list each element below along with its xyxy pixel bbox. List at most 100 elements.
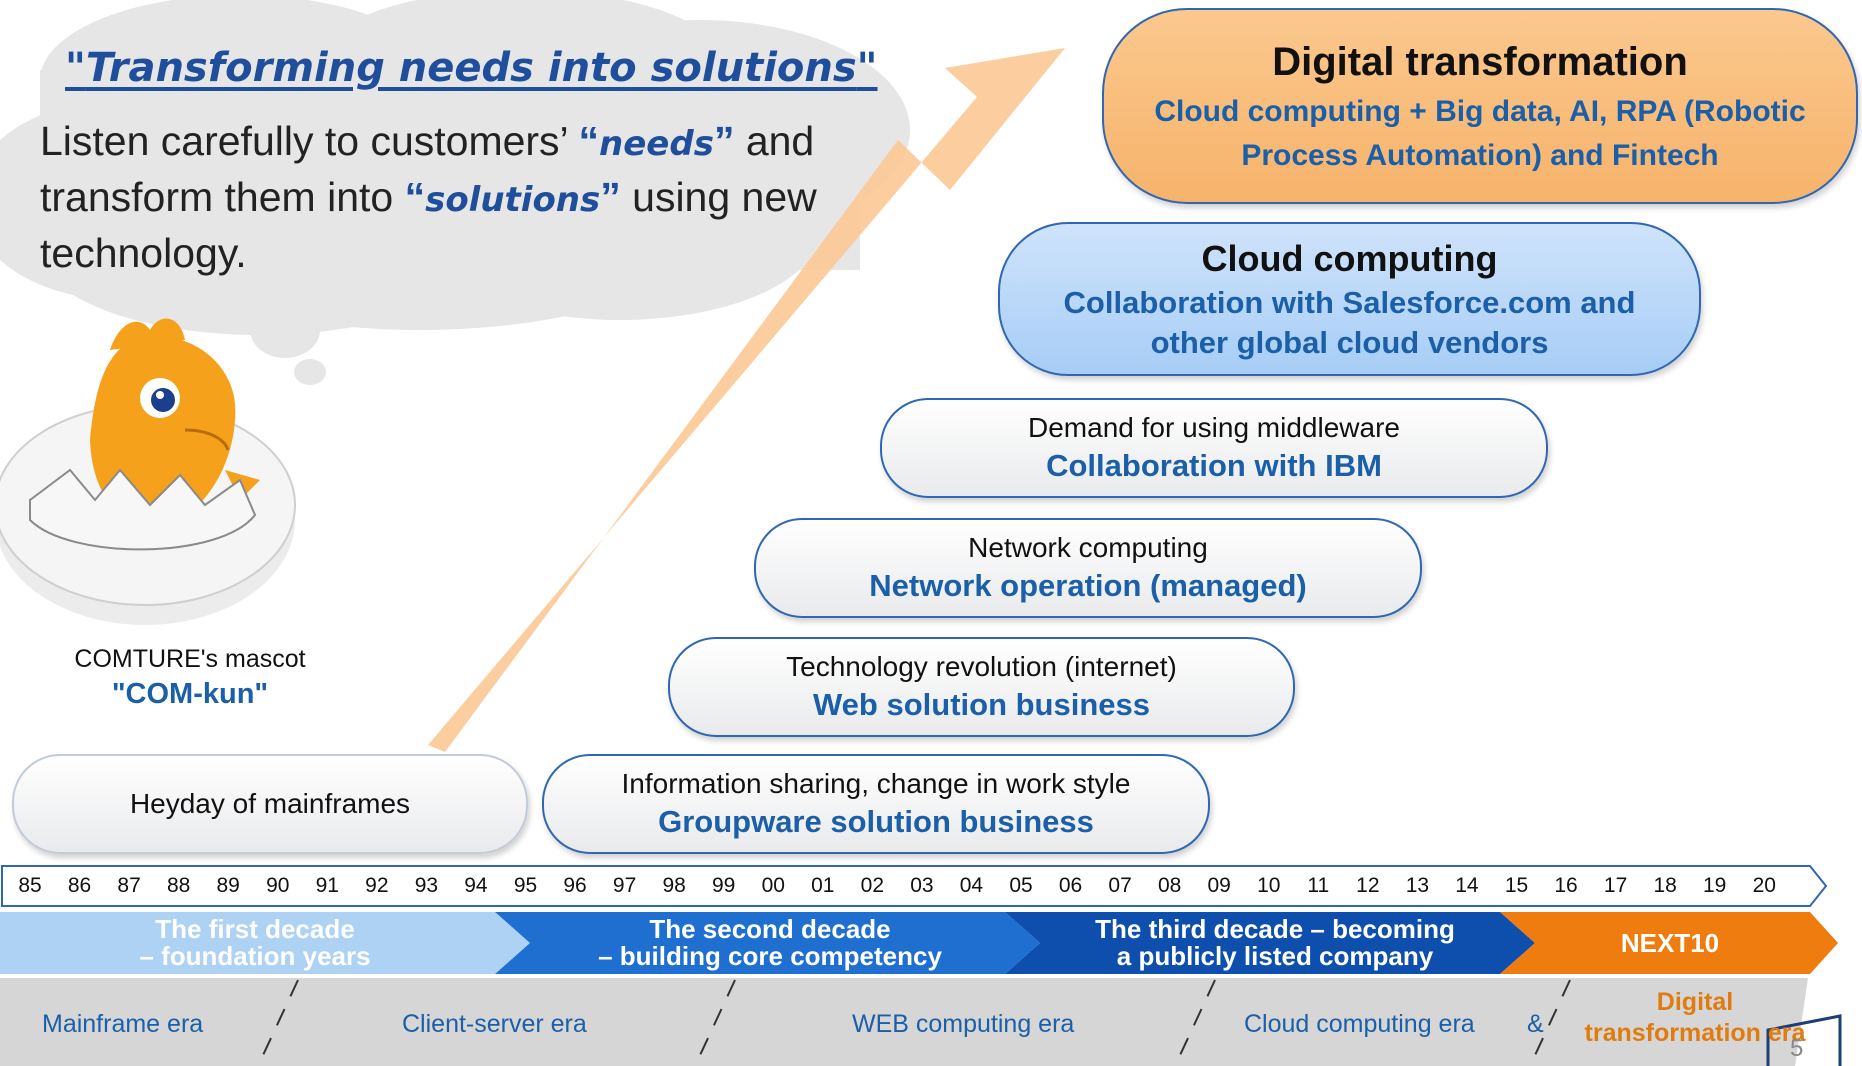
year-label: 99 [712,874,736,897]
decade-line2: – foundation years [139,941,371,971]
year-label: 18 [1653,874,1677,897]
year-label: 04 [959,874,984,897]
intro-part3: using new technology. [40,174,817,276]
title-quote-close: " [856,45,878,91]
era-box-middleware: Demand for using middleware Collaboratio… [880,398,1548,498]
year-label: 07 [1108,874,1132,897]
intro-quote4: ” [600,174,621,220]
era-box-sub: Technology revolution (internet) [786,651,1177,682]
decade-third: The third decade – becoming a publicly l… [1025,912,1525,974]
year-label: 19 [1703,874,1727,897]
era-box-cloud: Cloud computing Collaboration with Sales… [998,222,1701,376]
era-box-mainframes: Heyday of mainframes [12,754,528,854]
year-label: 01 [811,874,835,897]
decade-line2: a publicly listed company [1116,941,1434,971]
intro-keyword-solutions: solutions [425,180,601,220]
era-box-digital: Digital transformation Cloud computing +… [1102,8,1858,204]
year-label: 15 [1504,874,1529,897]
intro-part2: and transform them into [40,118,815,220]
title-quote-open: " [65,45,86,91]
page-number: 5 [1790,1035,1804,1062]
year-label: 06 [1058,874,1083,897]
era-box-main: Groupware solution business [658,804,1094,839]
decade-line1: NEXT10 [1620,927,1720,958]
era-separators [257,979,1571,1066]
era-box-sub: Heyday of mainframes [129,788,411,819]
era-digital-line1: Digital [1656,988,1734,1016]
year-label: 11 [1307,874,1330,897]
intro-part1: Listen carefully to customers’ [40,118,579,164]
era-box-web: Technology revolution (internet) Web sol… [668,637,1295,737]
year-label: 03 [910,874,934,897]
thought-cloud [0,0,910,385]
growth-arrow [428,48,1065,752]
year-label: 09 [1207,874,1231,897]
year-label: 02 [860,874,885,897]
era-digital: Digital transformation era [1570,987,1820,1049]
year-label: 16 [1554,874,1578,897]
era-box-main: Web solution business [812,687,1151,722]
era-box-main: Collaboration with Salesforce.com and ot… [1063,285,1636,360]
era-box-sub: Demand for using middleware [1028,412,1400,443]
page-title: "Transforming needs into solutions" [65,45,878,91]
intro-text: Listen carefully to customers’ “needs” a… [40,115,860,280]
mascot-caption: COMTURE's mascot [74,645,306,673]
era-box-sub: Information sharing, change in work styl… [621,768,1131,799]
era-ampersand: & [1527,1010,1544,1038]
intro-quote2: ” [713,118,735,164]
year-label: 91 [315,874,339,897]
year-label: 14 [1455,874,1479,897]
era-box-sub: Cloud computing [1201,238,1498,279]
intro-quote3: “ [404,174,426,220]
era-client-server: Client-server era [402,1010,587,1038]
decade-second: The second decade – building core compet… [515,912,1025,974]
era-box-main: Network operation (managed) [869,568,1307,603]
year-label: 20 [1752,874,1776,897]
year-label: 92 [365,874,389,897]
year-label: 98 [662,874,686,897]
era-box-main: Cloud computing + Big data, AI, RPA (Rob… [1154,95,1806,172]
year-label: 93 [414,874,439,897]
year-label: 88 [166,874,191,897]
era-box-main: Collaboration with IBM [1046,448,1382,483]
year-label: 13 [1405,874,1430,897]
decade-next10: NEXT10 [1525,912,1815,974]
year-label: 17 [1603,874,1628,897]
year-label: 10 [1257,874,1281,897]
title-text: Transforming needs into solutions [85,45,857,91]
year-label: 05 [1009,874,1033,897]
year-label: 94 [464,874,488,897]
mascot-com-kun [0,318,296,625]
year-label: 08 [1157,874,1182,897]
era-band [0,978,1808,1066]
year-axis-arrow [1,865,1828,907]
era-box-sub: Network computing [968,532,1208,563]
era-web: WEB computing era [852,1010,1075,1038]
intro-quote1: “ [578,118,600,164]
year-label: 12 [1356,874,1380,897]
era-mainframe: Mainframe era [42,1010,204,1038]
year-label: 90 [266,874,290,897]
decade-first: The first decade – foundation years [0,912,510,974]
decade-line1: The third decade – becoming [1095,914,1455,944]
year-label: 87 [117,874,141,897]
era-box-sub: Digital transformation [1272,40,1688,84]
era-digital-line2: transformation era [1584,1019,1806,1047]
year-label: 86 [67,874,92,897]
year-label: 97 [612,874,637,897]
year-label: 00 [761,874,785,897]
year-label: 95 [513,874,538,897]
year-label: 89 [216,874,240,897]
mascot-name: "COM-kun" [111,678,269,710]
decade-line2: – building core competency [598,941,942,971]
era-cloud: Cloud computing era [1244,1010,1475,1038]
decade-line1: The first decade [155,914,355,944]
era-box-network: Network computing Network operation (man… [754,518,1422,618]
decade-chevrons [0,912,1838,974]
page-corner [1766,1014,1842,1066]
era-box-groupware: Information sharing, change in work styl… [542,754,1210,854]
decade-line1: The second decade [649,914,891,944]
intro-keyword-needs: needs [599,124,714,164]
